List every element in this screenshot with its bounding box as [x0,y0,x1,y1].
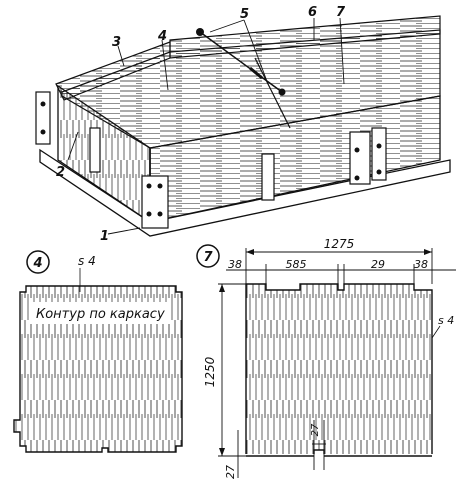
part-7-panel [245,283,433,457]
part-4-contour-note: Контур по каркасу [36,307,165,322]
callout-3: 3 [112,35,121,50]
part-7-thickness: s 4 [438,314,454,327]
dim-overall-width: 1275 [324,237,355,251]
part-4-badge [26,250,50,274]
callout-5: 5 [240,7,249,22]
part-4-detail: 4 s 4 Контур по каркасу [13,250,183,453]
tie-rod [196,28,286,96]
dim-height: 1250 [203,356,217,387]
part-4-panel [13,285,183,453]
callout-6: 6 [308,5,317,20]
part-4-number: 4 [32,256,42,271]
part-4-thickness: s 4 [78,254,96,268]
callout-7: 7 [336,5,346,20]
callout-leaders [67,17,345,235]
part-7-detail: 7 [196,237,456,479]
part-7-dimension-lines [218,248,456,478]
dim-slot-inner-left: 585 [286,258,307,271]
dim-bottom-notch: 27 [224,465,237,479]
part-7-arrowheads [219,249,432,456]
bolts [40,101,382,217]
part-7-number: 7 [203,250,213,265]
dim-notch-width: 27 [310,423,321,436]
dim-slot-width: 29 [371,258,385,271]
dim-edge-left: 38 [228,258,242,271]
part-7-badge [196,244,220,268]
callout-4: 4 [157,29,167,44]
callout-2: 2 [56,165,65,180]
trough-assembly-drawing: 1 2 3 4 5 6 7 [35,5,451,244]
frame-posts [35,91,387,229]
dim-edge-right: 38 [414,258,428,271]
callout-1: 1 [100,229,109,244]
